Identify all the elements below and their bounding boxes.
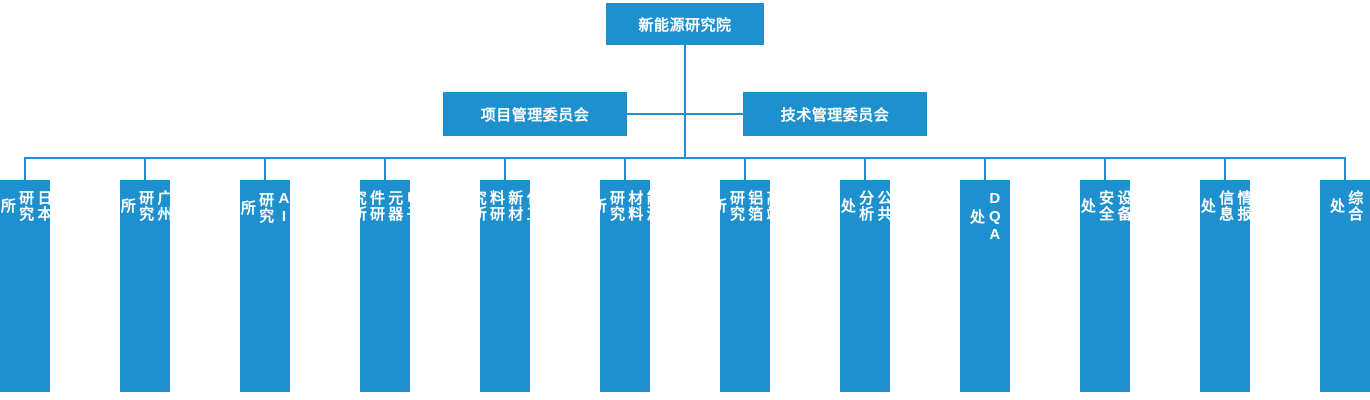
connector-drop-2 bbox=[144, 157, 146, 180]
connector-drop-3 bbox=[264, 157, 266, 180]
node-department-intelligence-information-office[interactable]: 情报 信息 处 bbox=[1198, 180, 1253, 392]
node-label: AI 研究 所 bbox=[238, 190, 293, 226]
node-label: DQA 处 bbox=[968, 190, 1004, 244]
node-department-energy-materials-research-institute[interactable]: 能源 材料 研究 所 bbox=[590, 180, 662, 392]
node-department-chemical-new-materials-research-institute[interactable]: 化工 新材 料研 究所 bbox=[470, 180, 542, 392]
node-department-guangzhou-research-institute[interactable]: 广州 研究 所 bbox=[118, 180, 173, 392]
node-department-japan-research-institute[interactable]: 日本 研究 所 bbox=[0, 180, 53, 392]
connector-drop-10 bbox=[1104, 157, 1106, 180]
connector-drop-6 bbox=[624, 157, 626, 180]
node-label: 高端 铝箔 研究 所 bbox=[709, 190, 782, 222]
node-project-management-committee[interactable]: 项目管理委员会 bbox=[443, 92, 627, 136]
node-technical-management-committee[interactable]: 技术管理委员会 bbox=[743, 92, 927, 136]
node-department-high-end-aluminum-foil-research-institute[interactable]: 高端 铝箔 研究 所 bbox=[710, 180, 782, 392]
connector-drop-5 bbox=[504, 157, 506, 180]
node-label: 电子 元器 件研 究所 bbox=[349, 190, 422, 222]
connector-drop-7 bbox=[744, 157, 746, 180]
node-department-ai-research-institute[interactable]: AI 研究 所 bbox=[238, 180, 293, 392]
node-department-dqa-office[interactable]: DQA 处 bbox=[960, 180, 1010, 392]
connector-drop-8 bbox=[864, 157, 866, 180]
node-label: 能源 材料 研究 所 bbox=[589, 190, 662, 222]
node-label: 日本 研究 所 bbox=[0, 190, 53, 222]
connector-drop-4 bbox=[384, 157, 386, 180]
node-department-public-analysis-office[interactable]: 公共 分析 处 bbox=[838, 180, 893, 392]
node-label: 广州 研究 所 bbox=[118, 190, 173, 222]
connector-department-bus bbox=[24, 157, 1346, 159]
node-department-equipment-safety-office[interactable]: 设备 安全 处 bbox=[1078, 180, 1133, 392]
node-root-institute[interactable]: 新能源研究院 bbox=[606, 3, 764, 45]
connector-drop-9 bbox=[984, 157, 986, 180]
connector-drop-12 bbox=[1344, 157, 1346, 180]
node-label: 情报 信息 处 bbox=[1198, 190, 1253, 222]
connector-drop-11 bbox=[1224, 157, 1226, 180]
node-label: 化工 新材 料研 究所 bbox=[469, 190, 542, 222]
node-department-electronic-components-research-institute[interactable]: 电子 元器 件研 究所 bbox=[350, 180, 422, 392]
node-label: 公共 分析 处 bbox=[838, 190, 893, 222]
connector-drop-1 bbox=[24, 157, 26, 180]
node-label: 综合 处 bbox=[1328, 190, 1364, 222]
node-department-general-affairs-office[interactable]: 综合 处 bbox=[1320, 180, 1370, 392]
node-label: 设备 安全 处 bbox=[1078, 190, 1133, 222]
connector-root-trunk bbox=[684, 45, 686, 159]
connector-committee-bar bbox=[627, 113, 743, 115]
